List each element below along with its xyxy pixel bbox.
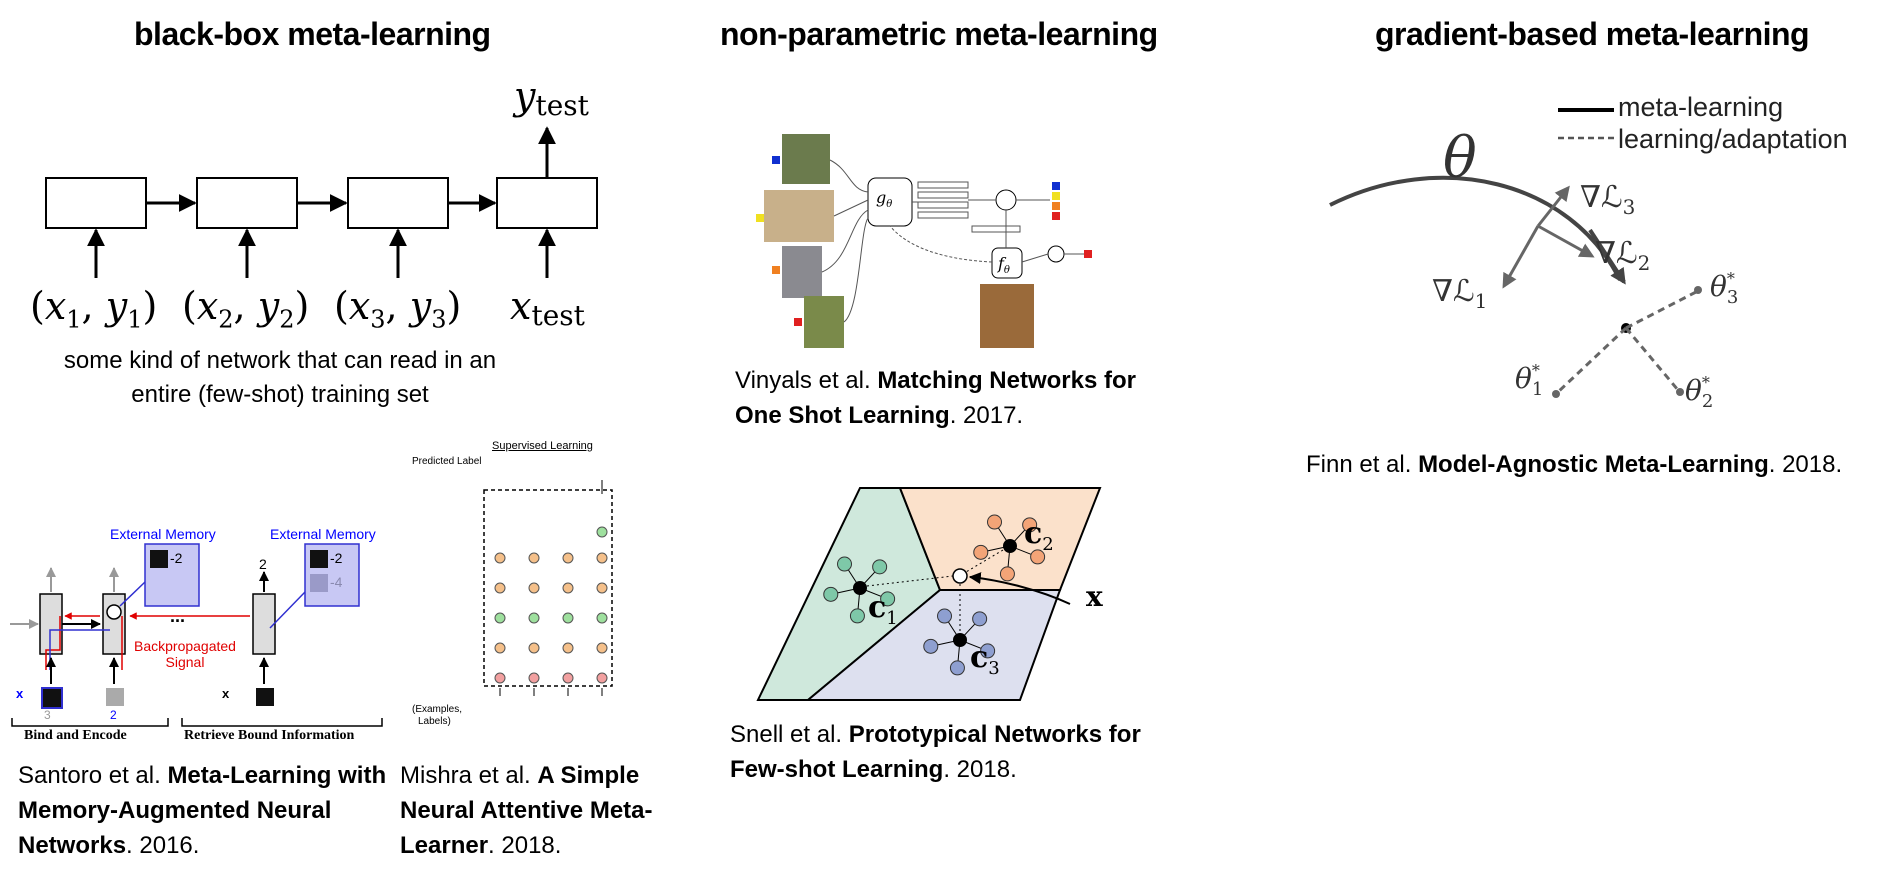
mishra-citation: Mishra et al. A Simple Neural Attentive … xyxy=(400,762,653,859)
x-test-label: xtest xyxy=(510,284,585,332)
theta-label: θ xyxy=(1443,126,1477,191)
snell-citation: Snell et al. Prototypical Networks for F… xyxy=(730,721,1141,783)
c1-label: c1 xyxy=(868,590,898,629)
theta-star-1: θ*1 xyxy=(1515,361,1544,400)
santoro-mem-label-1: -2 xyxy=(170,550,183,566)
rnn-cell-1 xyxy=(45,177,147,229)
maml-legend xyxy=(1558,108,1614,140)
santoro-out-label: 2 xyxy=(259,556,267,572)
santoro-mem-label-3: -4 xyxy=(330,574,343,590)
matching-networks-figure xyxy=(756,134,1092,348)
f-theta-label: fθ xyxy=(998,254,1010,277)
c3-label: c3 xyxy=(970,640,1000,679)
vinyals-citation: Vinyals et al. Matching Networks for One… xyxy=(735,367,1137,429)
mishra-examples-label: (Examples,Labels) xyxy=(412,704,463,727)
heading-blackbox: black-box meta-learning xyxy=(134,16,491,52)
x-query-label: x xyxy=(1086,580,1103,613)
input-pair-1: (x1, y1) xyxy=(30,284,158,334)
mishra-supervised-label: Supervised Learning xyxy=(492,440,593,452)
c2-label: c2 xyxy=(1024,516,1054,555)
rnn-cell-3 xyxy=(347,177,449,229)
mishra-snail-figure xyxy=(483,480,613,696)
heading-gradient: gradient-based meta-learning xyxy=(1375,16,1810,52)
santoro-retrieve: Retrieve Bound Information xyxy=(184,728,355,743)
maml-diagram xyxy=(1329,175,1702,398)
grad-l2-label: ∇ℒ2 xyxy=(1595,236,1651,275)
blackbox-description: some kind of network that can read in an… xyxy=(63,347,497,408)
santoro-xt-label: x xyxy=(222,686,230,701)
heading-nonparametric: non-parametric meta-learning xyxy=(720,16,1158,52)
santoro-citation: Santoro et al. Meta-Learning with Memory… xyxy=(18,762,387,859)
input-pair-3: (x3, y3) xyxy=(334,284,462,334)
santoro-x-label: x xyxy=(16,686,24,701)
grad-l3-label: ∇ℒ3 xyxy=(1580,180,1636,219)
rnn-cell-4 xyxy=(496,177,598,229)
santoro-y-val-1: 3 xyxy=(44,708,51,722)
g-theta-label: gθ xyxy=(876,188,893,211)
legend-learning-adaptation: learning/adaptation xyxy=(1618,124,1848,154)
santoro-mann-figure xyxy=(10,543,383,727)
santoro-mem-label-2: -2 xyxy=(330,550,343,566)
legend-meta-learning: meta-learning xyxy=(1618,92,1784,122)
prototypical-networks-figure xyxy=(756,487,1102,701)
rnn-cell-2 xyxy=(196,177,298,229)
santoro-ext-memory-2: External Memory xyxy=(270,526,376,542)
santoro-dots: ... xyxy=(170,606,186,626)
theta-star-2: θ*2 xyxy=(1685,373,1714,412)
santoro-ext-memory-1: External Memory xyxy=(110,526,216,542)
finn-citation: Finn et al. Model-Agnostic Meta-Learning… xyxy=(1306,451,1843,478)
mishra-predicted-label: Predicted Label xyxy=(412,456,482,467)
santoro-bind-encode: Bind and Encode xyxy=(24,728,127,743)
grad-l1-label: ∇ℒ1 xyxy=(1432,274,1488,313)
santoro-y-val-2: 2 xyxy=(110,708,117,722)
theta-star-3: θ*3 xyxy=(1710,269,1739,308)
blackbox-rnn-diagram xyxy=(45,126,598,278)
y-test-label: ytest xyxy=(514,74,589,122)
input-pair-2: (x2, y2) xyxy=(182,284,310,334)
